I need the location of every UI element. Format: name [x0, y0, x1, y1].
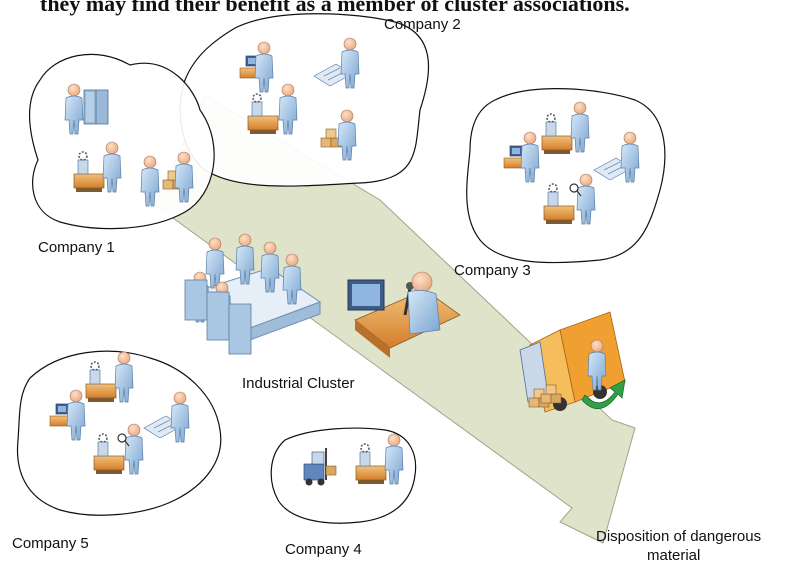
company2-cloud: [179, 13, 430, 187]
microscope-researcher-icon: [347, 271, 461, 358]
industrial-cluster-label: Industrial Cluster: [242, 375, 355, 392]
company1-label: Company 1: [38, 239, 115, 256]
disposition-label-line2: material: [647, 547, 701, 564]
company2-label: Company 2: [384, 16, 461, 33]
delivery-truck-icon: [519, 311, 626, 413]
company4-label: Company 4: [285, 541, 362, 558]
company3-label: Company 3: [454, 262, 531, 279]
caption-text: they may find their benefit as a member …: [40, 0, 630, 16]
company3-cloud: [466, 88, 666, 264]
company5-label: Company 5: [12, 535, 89, 552]
company4-cloud: [270, 427, 417, 524]
disposition-label-line1: Disposition of dangerous: [596, 528, 762, 545]
meeting-table-icon: [184, 233, 322, 355]
company5-cloud: [16, 350, 222, 516]
